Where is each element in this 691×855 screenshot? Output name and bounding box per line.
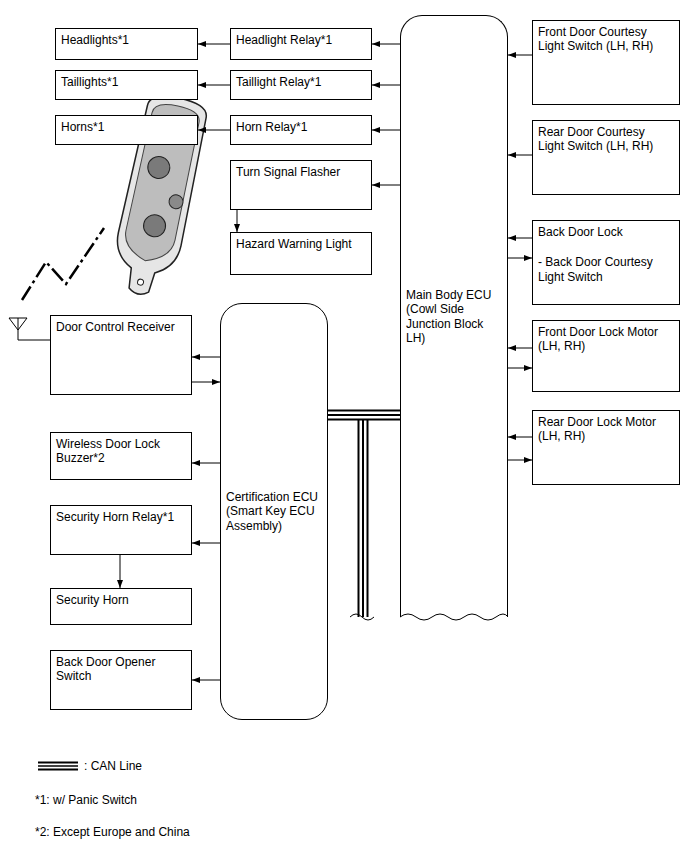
- connector-group: [508, 55, 532, 56]
- switch-box: Back Door Lock - Back Door Courtesy Light…: [532, 220, 680, 305]
- connector-group: [372, 44, 400, 45]
- signal-arrow: [192, 543, 220, 544]
- signal-arrow: [508, 437, 532, 438]
- signal-arrow: [508, 348, 532, 349]
- connector-group: [198, 85, 230, 86]
- signal-arrow: [198, 85, 230, 86]
- footnote: *1: w/ Panic Switch: [35, 793, 137, 807]
- node-label: Rear Door Courtesy Light Switch (LH, RH): [538, 125, 674, 154]
- relay-box: Security Horn Relay*1: [50, 505, 192, 555]
- connector-group: [192, 680, 220, 681]
- connector-group: [508, 258, 532, 259]
- ecu-box: Main Body ECU (Cowl Side Junction Block …: [400, 15, 508, 617]
- signal-arrow: [198, 44, 230, 45]
- buzzer-box: Wireless Door Lock Buzzer*2: [50, 432, 192, 480]
- load-box: Headlights*1: [55, 28, 198, 60]
- signal-arrow: [508, 238, 532, 239]
- load-box: Security Horn: [50, 588, 192, 625]
- node-label: - Back Door Courtesy Light Switch: [538, 255, 674, 284]
- connector-group: [192, 543, 220, 544]
- node-label: Turn Signal Flasher: [236, 165, 366, 179]
- signal-arrow: [372, 185, 400, 186]
- footnote: *2: Except Europe and China: [35, 825, 190, 839]
- signal-arrow: [192, 357, 220, 358]
- node-label: Hazard Warning Light: [236, 237, 366, 251]
- connector-group: [372, 85, 400, 86]
- node-label: Taillights*1: [61, 75, 192, 89]
- connector-group: [372, 130, 400, 131]
- relay-box: Horn Relay*1: [230, 115, 372, 145]
- can-line-branch: [363, 420, 364, 619]
- node-label: Back Door Lock: [538, 225, 674, 239]
- signal-arrow: [508, 368, 532, 369]
- load-box: Hazard Warning Light: [230, 232, 372, 275]
- connector-group: [237, 210, 238, 232]
- node-label: Horns*1: [61, 120, 192, 134]
- relay-box: Taillight Relay*1: [230, 70, 372, 100]
- switch-box: Front Door Courtesy Light Switch (LH, RH…: [532, 20, 680, 105]
- ecu-box: Certification ECU (Smart Key ECU Assembl…: [220, 303, 328, 720]
- connector-group: [508, 368, 532, 369]
- signal-arrow: [372, 85, 400, 86]
- node-label: Main Body ECU (Cowl Side Junction Block …: [406, 288, 502, 346]
- signal-arrow: [508, 258, 532, 259]
- node-label: Taillight Relay*1: [236, 75, 366, 89]
- node-label: Back Door Opener Switch: [56, 655, 186, 684]
- node-label: Wireless Door Lock Buzzer*2: [56, 437, 186, 466]
- can-line: [328, 410, 400, 421]
- node-label: Headlights*1: [61, 33, 192, 47]
- legend-text: : CAN Line: [84, 759, 142, 773]
- connector-group: [372, 185, 400, 186]
- flasher-box: Turn Signal Flasher: [230, 160, 372, 210]
- connector-group: [198, 130, 230, 131]
- connector-group: [508, 460, 532, 461]
- node-label: Security Horn: [56, 593, 186, 607]
- signal-arrow: [192, 680, 220, 681]
- connector-group: [508, 238, 532, 239]
- signal-arrow: [237, 210, 238, 232]
- node-label: Certification ECU (Smart Key ECU Assembl…: [226, 490, 322, 533]
- can-line-center: [328, 414, 400, 416]
- antenna-symbol: [9, 318, 50, 340]
- torn-edge: [350, 614, 508, 620]
- connector-group: [192, 357, 220, 358]
- connector-group: [198, 44, 230, 45]
- signal-arrow: [372, 44, 400, 45]
- legend-line-sample: [37, 766, 79, 767]
- load-box: Horns*1: [55, 115, 198, 145]
- connector-group: [508, 155, 532, 156]
- motor-box: Rear Door Lock Motor (LH, RH): [532, 410, 680, 485]
- node-label: Rear Door Lock Motor (LH, RH): [538, 415, 674, 444]
- signal-arrow: [372, 130, 400, 131]
- can-line-gap: [328, 412, 400, 419]
- node-label: Security Horn Relay*1: [56, 510, 186, 524]
- relay-box: Headlight Relay*1: [230, 28, 372, 60]
- radio-signal: [22, 228, 104, 300]
- node-label: Front Door Lock Motor (LH, RH): [538, 325, 674, 354]
- signal-arrow: [192, 463, 220, 464]
- signal-arrow: [120, 555, 121, 588]
- node-label: Horn Relay*1: [236, 120, 366, 134]
- node-label: Front Door Courtesy Light Switch (LH, RH…: [538, 25, 674, 54]
- signal-arrow: [198, 130, 230, 131]
- switch-box: Rear Door Courtesy Light Switch (LH, RH): [532, 120, 680, 195]
- connector-group: [508, 348, 532, 349]
- node-label: Headlight Relay*1: [236, 33, 366, 47]
- receiver-box: Door Control Receiver: [50, 315, 192, 395]
- connector-group: [120, 555, 121, 588]
- signal-arrow: [508, 55, 532, 56]
- connector-group: [192, 463, 220, 464]
- signal-arrow: [508, 155, 532, 156]
- switch-box: Back Door Opener Switch: [50, 650, 192, 710]
- motor-box: Front Door Lock Motor (LH, RH): [532, 320, 680, 392]
- load-box: Taillights*1: [55, 70, 198, 100]
- connector-group: [192, 382, 220, 383]
- node-label: Door Control Receiver: [56, 320, 186, 334]
- signal-arrow: [192, 382, 220, 383]
- connector-group: [328, 415, 400, 416]
- signal-arrow: [508, 460, 532, 461]
- connector-group: [508, 437, 532, 438]
